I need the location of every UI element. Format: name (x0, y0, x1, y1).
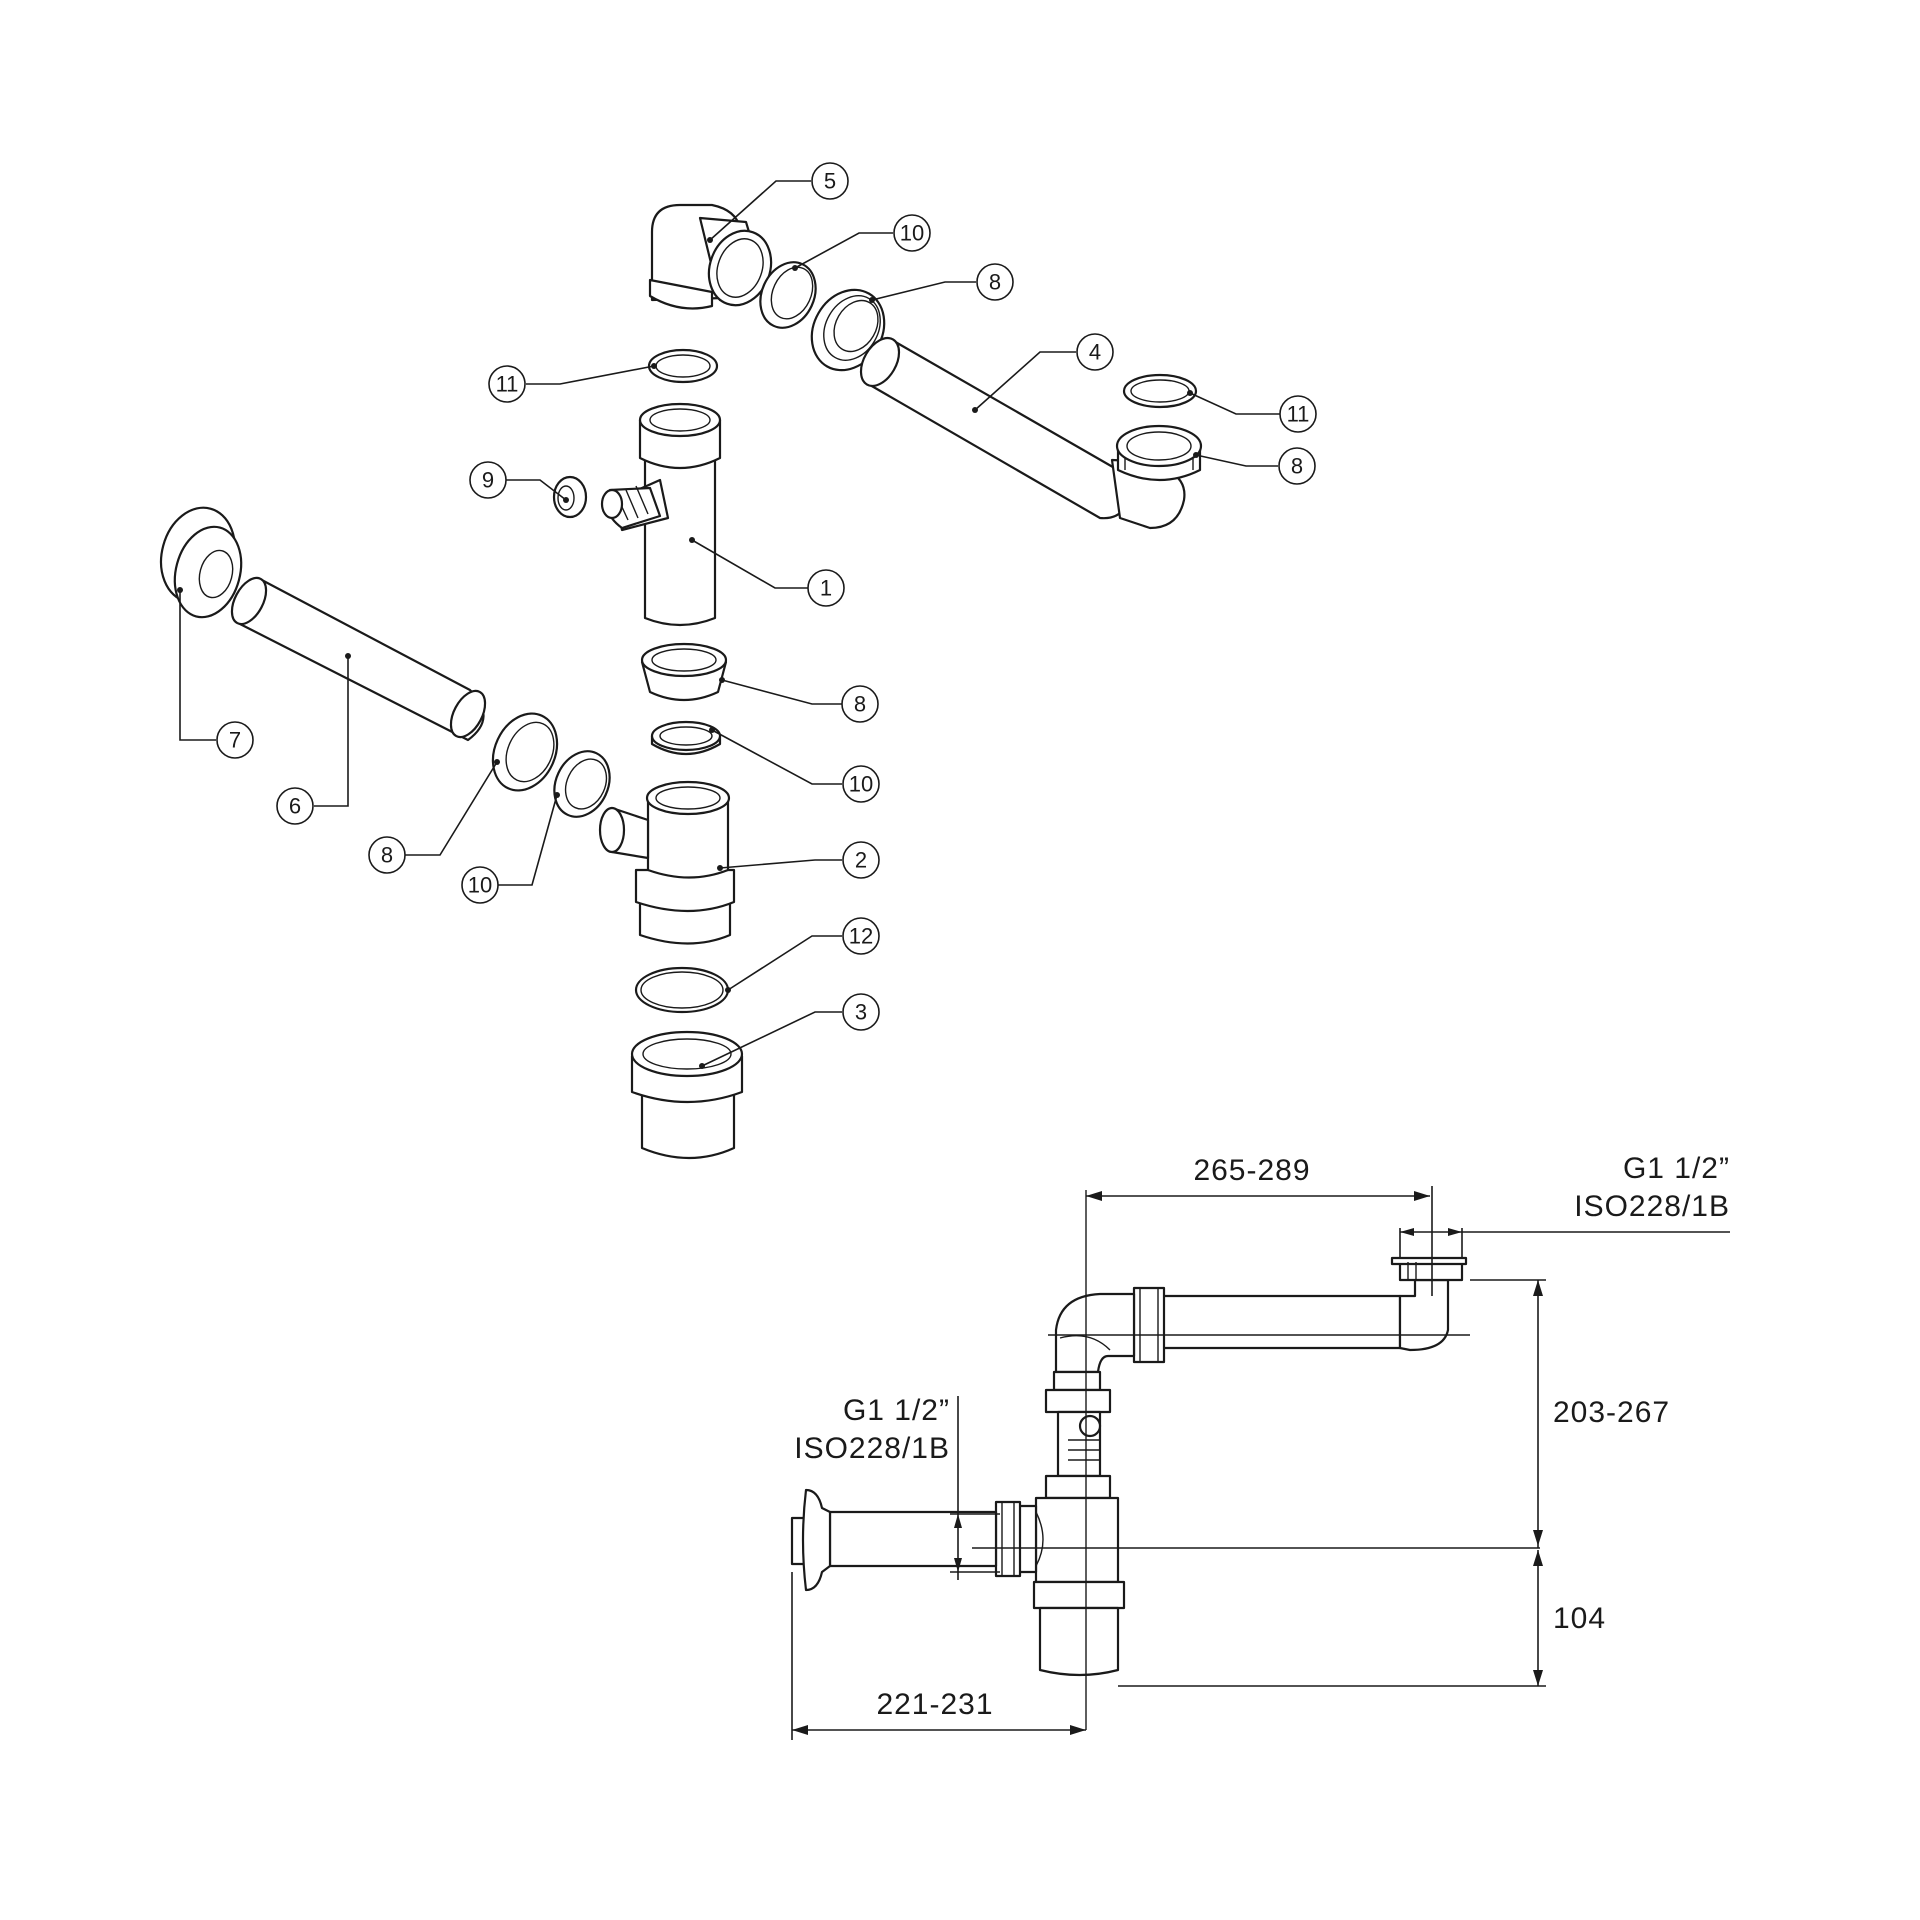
callout-label-3: 3 (855, 1000, 867, 1025)
callout-label-7: 7 (229, 728, 241, 753)
part-7-rosette (159, 506, 243, 619)
dim-top-thread-1: G1 1/2” (1623, 1152, 1730, 1185)
dim-top-thread-2: ISO228/1B (1574, 1190, 1730, 1223)
callout-label-4: 4 (1089, 340, 1101, 365)
part-9-washer (552, 475, 588, 519)
dim-height-lower: 104 (1553, 1602, 1606, 1635)
callout-label-10-top: 10 (900, 221, 924, 246)
part-11-ring-left (647, 348, 719, 384)
callout-label-11-right: 11 (1287, 402, 1310, 427)
callouts: 5 10 8 4 11 11 8 9 (177, 162, 1317, 1069)
part-5-elbow (648, 203, 773, 310)
part-12-oring (634, 966, 730, 1014)
callout-label-8-right: 8 (1291, 454, 1303, 479)
callout-label-5: 5 (824, 169, 836, 194)
part-10-ring-left (553, 750, 611, 818)
part-2-bottle-body (598, 780, 736, 945)
part-6-pipe (230, 576, 487, 742)
callout-label-9: 9 (482, 468, 494, 493)
part-8-nut-right (1115, 424, 1203, 482)
dim-bottom-width: 221-231 (876, 1688, 993, 1721)
assembled-view (790, 1256, 1468, 1677)
exploded-view (159, 203, 1203, 1160)
dim-top-width: 265-289 (1193, 1154, 1310, 1187)
dim-height-upper: 203-267 (1553, 1396, 1670, 1429)
dim-side-thread-2: ISO228/1B (794, 1432, 950, 1465)
callout-label-6: 6 (289, 794, 301, 819)
dim-side-thread-1: G1 1/2” (843, 1394, 950, 1427)
callout-label-10-middle: 10 (849, 772, 873, 797)
callout-label-12: 12 (849, 924, 873, 949)
part-1-tee-pipe (600, 402, 722, 627)
callout-label-1: 1 (820, 576, 832, 601)
part-8-nut-top (810, 288, 886, 372)
callout-label-8-middle: 8 (854, 692, 866, 717)
dimensions: 265-289 G1 1/2” ISO228/1B 203-267 104 G1… (791, 1152, 1730, 1740)
callout-label-8-top: 8 (989, 270, 1001, 295)
part-8-nut-middle (640, 642, 728, 702)
part-10-ring-middle (650, 720, 722, 755)
callout-label-11-left: 11 (496, 372, 519, 397)
part-8-nut-left (491, 712, 559, 792)
callout-label-10-left: 10 (468, 873, 492, 898)
part-11-ring-right (1122, 373, 1198, 409)
callout-label-2: 2 (855, 848, 867, 873)
callout-label-8-left: 8 (381, 843, 393, 868)
part-3-bottom-cup (630, 1030, 744, 1160)
